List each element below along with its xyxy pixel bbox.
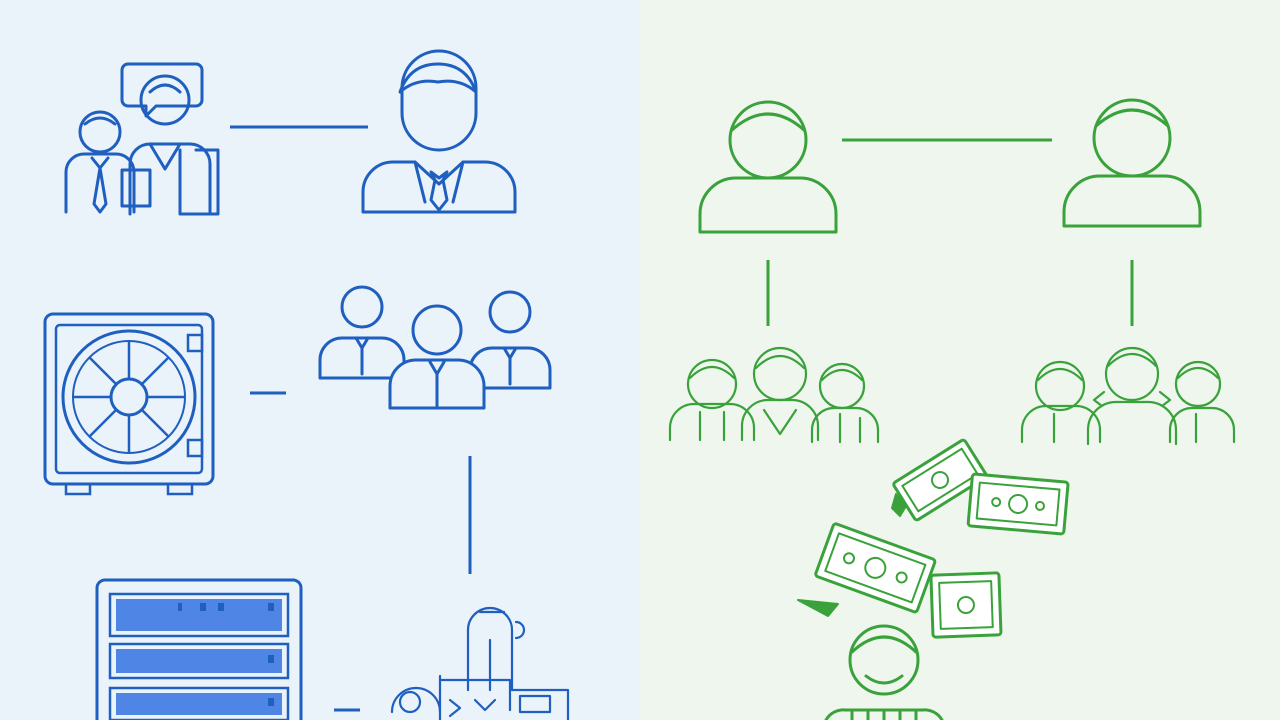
machine-icon	[390, 606, 570, 720]
money-bills-icon	[797, 438, 1070, 639]
group-icon	[1020, 346, 1236, 446]
right-panel	[640, 0, 1280, 720]
person-icon	[824, 624, 944, 720]
group-icon	[668, 346, 880, 444]
business-people-chat-icon	[64, 62, 220, 216]
bank-vault-icon	[43, 312, 215, 496]
person-icon	[1062, 98, 1202, 228]
server-rack-icon	[95, 578, 303, 720]
businessman-icon	[361, 49, 517, 214]
left-panel	[0, 0, 640, 720]
person-icon	[698, 100, 838, 234]
employee-group-icon	[318, 285, 552, 410]
